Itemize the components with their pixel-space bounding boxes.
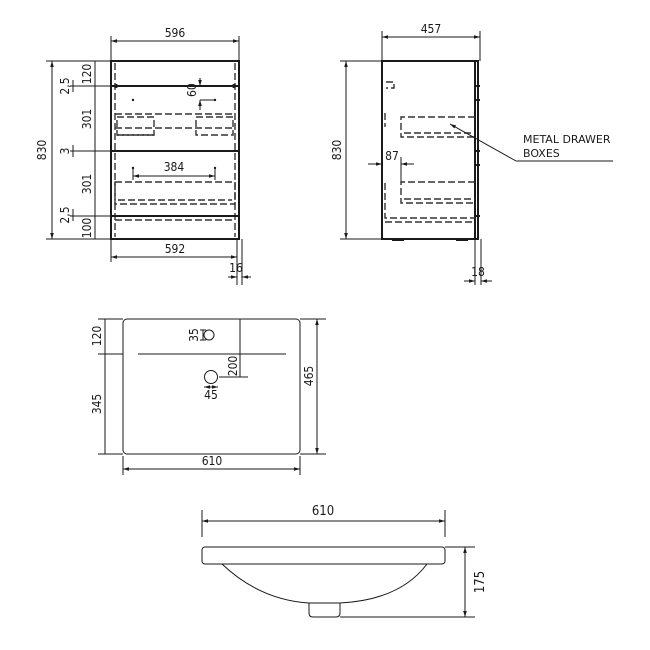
- basin-bowl: [221, 563, 428, 604]
- dim-basin-width: 610: [202, 454, 223, 468]
- dim-gap-bottom: 2,5: [58, 206, 72, 223]
- basin-top-view: 35 45 200 465 120 345 610: [90, 318, 326, 475]
- dim-seg-top: 120: [80, 64, 94, 85]
- dim-gap-top: 2,5: [58, 77, 72, 94]
- dim-front-offset: 345: [90, 394, 104, 415]
- dim-width-top: 596: [165, 26, 186, 40]
- dim-handle-offset: 60: [185, 83, 199, 97]
- callout-metal-drawer: METAL DRAWER: [523, 133, 611, 146]
- dim-basin-depth: 465: [302, 366, 316, 387]
- basin-waste: [308, 603, 341, 618]
- waste-hole: [204, 370, 218, 384]
- dim-handle-spacing: 384: [164, 160, 185, 174]
- dim-width-bottom: 592: [165, 242, 186, 256]
- dim-basin-height: 175: [473, 571, 488, 593]
- front-view: 60 384 596 592 16 830 120: [35, 26, 251, 285]
- dim-basin-side-width: 610: [312, 504, 334, 519]
- dim-overall-height: 830: [35, 140, 49, 161]
- dim-seg-bottom: 100: [80, 218, 94, 239]
- basin-outline: [122, 318, 301, 455]
- dim-side-offset: 16: [229, 261, 243, 275]
- dim-side-height: 830: [330, 140, 344, 161]
- dim-drawer-inset: 87: [385, 149, 399, 163]
- dim-depth: 457: [421, 22, 442, 36]
- dim-seg-drawer1: 301: [80, 109, 94, 130]
- side-view: 457 830 87 18 METAL DRAWER BOXES: [330, 22, 613, 285]
- dim-gap-mid: 3: [58, 148, 72, 155]
- dim-tap-hole: 35: [187, 328, 201, 342]
- dim-door-thickness: 18: [471, 265, 485, 279]
- dim-waste: 45: [204, 388, 218, 402]
- tap-hole: [203, 329, 215, 341]
- dim-seg-drawer2: 301: [80, 174, 94, 195]
- basin-rim: [201, 546, 446, 565]
- dim-tap-to-waste: 200: [226, 356, 240, 377]
- dim-back-offset: 120: [90, 326, 104, 347]
- basin-side-view: 610 175: [201, 504, 488, 618]
- callout-boxes: BOXES: [523, 147, 560, 160]
